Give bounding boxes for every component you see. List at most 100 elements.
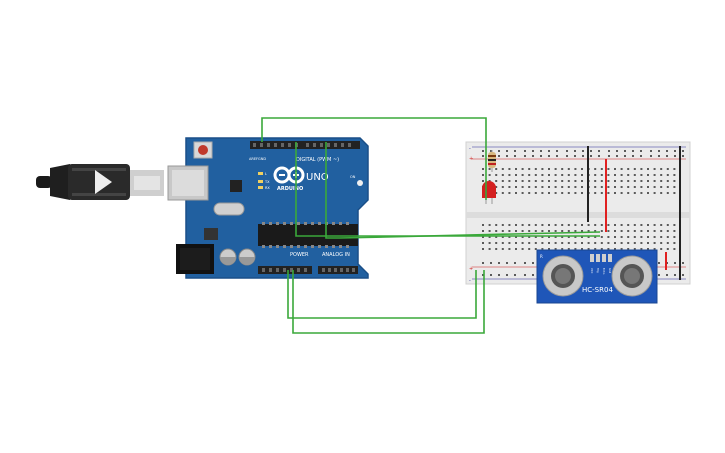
breadboard-hole[interactable] xyxy=(554,224,557,226)
breadboard-hole[interactable] xyxy=(482,180,484,182)
breadboard-hole[interactable] xyxy=(548,155,550,157)
breadboard-hole[interactable] xyxy=(501,168,504,170)
breadboard-hole[interactable] xyxy=(582,155,584,157)
breadboard-hole[interactable] xyxy=(490,262,492,264)
breadboard-hole[interactable] xyxy=(548,242,550,244)
breadboard-hole[interactable] xyxy=(567,242,570,244)
breadboard-hole[interactable] xyxy=(587,242,590,244)
breadboard-hole[interactable] xyxy=(647,180,649,182)
breadboard-hole[interactable] xyxy=(534,192,537,194)
breadboard-hole[interactable] xyxy=(532,155,534,157)
breadboard-hole[interactable] xyxy=(561,174,564,176)
breadboard-hole[interactable] xyxy=(607,168,610,170)
breadboard-hole[interactable] xyxy=(528,236,531,238)
breadboard-hole[interactable] xyxy=(541,180,544,182)
breadboard-hole[interactable] xyxy=(528,242,531,244)
breadboard-hole[interactable] xyxy=(607,192,610,194)
breadboard-hole[interactable] xyxy=(501,248,504,250)
breadboard-hole[interactable] xyxy=(532,262,534,264)
breadboard-hole[interactable] xyxy=(574,192,577,194)
breadboard-hole[interactable] xyxy=(624,150,626,152)
breadboard-hole[interactable] xyxy=(534,168,537,170)
breadboard-hole[interactable] xyxy=(561,242,564,244)
breadboard-hole[interactable] xyxy=(666,274,668,276)
breadboard-hole[interactable] xyxy=(515,242,517,244)
breadboard-hole[interactable] xyxy=(490,274,492,276)
breadboard-hole[interactable] xyxy=(548,150,550,152)
breadboard-hole[interactable] xyxy=(528,230,531,232)
breadboard-hole[interactable] xyxy=(660,192,663,194)
breadboard-hole[interactable] xyxy=(515,230,517,232)
breadboard-hole[interactable] xyxy=(607,236,610,238)
breadboard-hole[interactable] xyxy=(607,224,610,226)
breadboard-hole[interactable] xyxy=(574,248,577,250)
breadboard-hole[interactable] xyxy=(594,248,597,250)
breadboard-hole[interactable] xyxy=(495,192,498,194)
breadboard-hole[interactable] xyxy=(515,186,517,188)
breadboard-hole[interactable] xyxy=(673,192,676,194)
breadboard-hole[interactable] xyxy=(574,168,577,170)
breadboard-hole[interactable] xyxy=(495,168,498,170)
breadboard-hole[interactable] xyxy=(600,248,603,250)
breadboard-hole[interactable] xyxy=(554,236,557,238)
breadboard-hole[interactable] xyxy=(674,262,676,264)
breadboard-hole[interactable] xyxy=(674,155,676,157)
breadboard-hole[interactable] xyxy=(556,150,558,152)
breadboard-hole[interactable] xyxy=(501,174,504,176)
breadboard-hole[interactable] xyxy=(498,155,500,157)
breadboard-hole[interactable] xyxy=(673,230,676,232)
breadboard-hole[interactable] xyxy=(541,168,544,170)
breadboard-hole[interactable] xyxy=(567,168,570,170)
breadboard-hole[interactable] xyxy=(640,224,643,226)
breadboard-hole[interactable] xyxy=(594,180,597,182)
breadboard-hole[interactable] xyxy=(561,236,564,238)
breadboard-hole[interactable] xyxy=(673,168,676,170)
breadboard-hole[interactable] xyxy=(524,262,526,264)
breadboard-hole[interactable] xyxy=(581,174,583,176)
breadboard-hole[interactable] xyxy=(620,192,623,194)
breadboard-hole[interactable] xyxy=(498,274,500,276)
breadboard-hole[interactable] xyxy=(640,192,643,194)
breadboard-hole[interactable] xyxy=(647,248,649,250)
breadboard-hole[interactable] xyxy=(653,224,656,226)
breadboard-hole[interactable] xyxy=(515,168,517,170)
breadboard-hole[interactable] xyxy=(506,150,508,152)
breadboard-hole[interactable] xyxy=(600,242,603,244)
breadboard-hole[interactable] xyxy=(501,242,504,244)
breadboard-hole[interactable] xyxy=(600,174,603,176)
breadboard-hole[interactable] xyxy=(482,274,484,276)
breadboard-hole[interactable] xyxy=(541,192,544,194)
breadboard-hole[interactable] xyxy=(627,224,630,226)
breadboard-hole[interactable] xyxy=(548,168,550,170)
breadboard-hole[interactable] xyxy=(627,236,630,238)
breadboard-hole[interactable] xyxy=(647,174,649,176)
breadboard-hole[interactable] xyxy=(616,150,618,152)
breadboard-hole[interactable] xyxy=(673,174,676,176)
breadboard-hole[interactable] xyxy=(614,186,616,188)
breadboard-hole[interactable] xyxy=(482,236,484,238)
breadboard-hole[interactable] xyxy=(508,168,511,170)
breadboard-hole[interactable] xyxy=(620,224,623,226)
breadboard-hole[interactable] xyxy=(561,248,564,250)
breadboard-hole[interactable] xyxy=(627,174,630,176)
breadboard-hole[interactable] xyxy=(541,248,544,250)
breadboard-hole[interactable] xyxy=(682,150,684,152)
breadboard-hole[interactable] xyxy=(534,174,537,176)
breadboard-hole[interactable] xyxy=(640,236,643,238)
breadboard-hole[interactable] xyxy=(594,224,597,226)
breadboard-hole[interactable] xyxy=(647,192,649,194)
breadboard-hole[interactable] xyxy=(647,186,649,188)
breadboard-hole[interactable] xyxy=(482,174,484,176)
breadboard-hole[interactable] xyxy=(647,236,649,238)
breadboard-hole[interactable] xyxy=(620,236,623,238)
breadboard-hole[interactable] xyxy=(632,155,634,157)
breadboard-hole[interactable] xyxy=(666,155,668,157)
breadboard-hole[interactable] xyxy=(501,230,504,232)
breadboard-hole[interactable] xyxy=(495,242,498,244)
breadboard-hole[interactable] xyxy=(524,274,526,276)
breadboard-hole[interactable] xyxy=(574,174,577,176)
breadboard-hole[interactable] xyxy=(666,180,669,182)
breadboard-hole[interactable] xyxy=(594,186,597,188)
breadboard-hole[interactable] xyxy=(567,248,570,250)
breadboard-hole[interactable] xyxy=(620,230,623,232)
